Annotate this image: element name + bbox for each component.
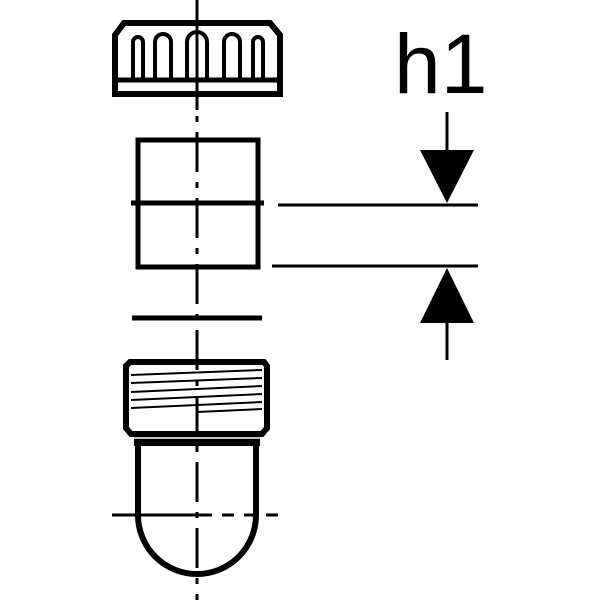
threaded-connector <box>112 359 282 577</box>
thread-lines <box>130 369 263 413</box>
dimension-h1 <box>272 112 478 360</box>
dimension-label: h1 <box>394 17 487 111</box>
arrow-up-icon <box>420 268 474 323</box>
sleeve <box>131 137 264 270</box>
union-nut <box>112 0 283 110</box>
arrow-down-icon <box>420 150 474 203</box>
